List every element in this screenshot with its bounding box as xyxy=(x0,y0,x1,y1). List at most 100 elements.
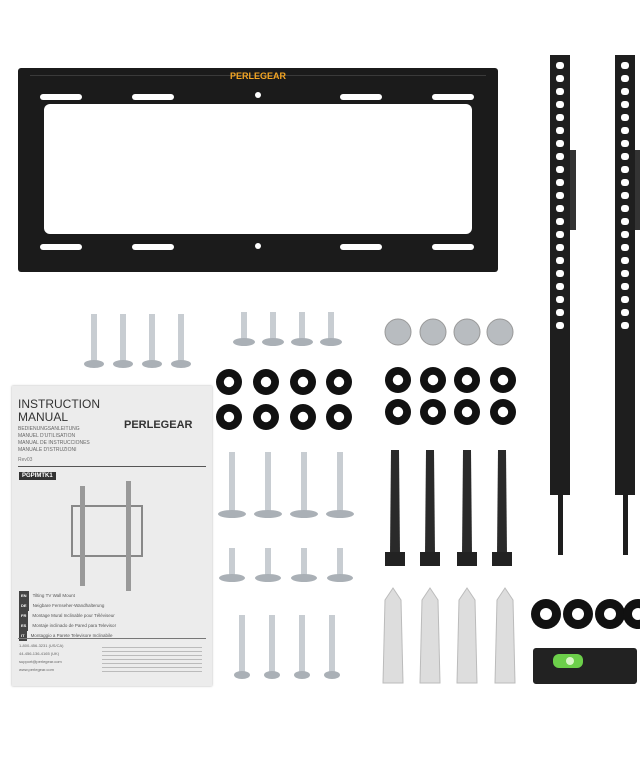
arm-hole xyxy=(556,257,564,264)
arm-hole xyxy=(621,166,629,173)
lag-bolt xyxy=(425,450,435,555)
manual-subtitle: MANUALE D'ISTRUZIONI xyxy=(18,447,77,453)
bolt-head xyxy=(324,671,340,679)
bolt-shaft xyxy=(299,615,305,675)
spacer-hole xyxy=(461,406,473,418)
spacer-hole xyxy=(497,406,509,418)
bolt-shaft xyxy=(337,452,343,514)
bolt-shaft xyxy=(178,314,184,364)
arm-hole xyxy=(556,179,564,186)
spacer-hole xyxy=(572,608,584,620)
arm-hole xyxy=(621,283,629,290)
washer xyxy=(419,318,447,346)
lag-bolt-head xyxy=(385,552,405,566)
tv-arm-tail xyxy=(623,490,628,555)
bolt-shaft xyxy=(239,615,245,675)
bolt-head xyxy=(171,360,191,368)
bolt-head xyxy=(113,360,133,368)
lag-bolt-head xyxy=(492,552,512,566)
arm-hole xyxy=(621,101,629,108)
spacer-hole xyxy=(427,374,439,386)
bolt-shaft xyxy=(329,615,335,675)
manual-subtitle: MANUAL DE INSTRUCCIONES xyxy=(18,440,90,446)
bolt-head xyxy=(255,574,281,582)
spacer-hole xyxy=(223,411,235,423)
arm-hole xyxy=(621,62,629,69)
manual-brand: PERLEGEAR xyxy=(124,419,193,431)
arm-hole xyxy=(621,322,629,329)
arm-hole xyxy=(621,231,629,238)
bolt-shaft xyxy=(241,312,247,342)
arm-hole xyxy=(556,205,564,212)
arm-hole xyxy=(621,296,629,303)
lag-bolt xyxy=(462,450,472,555)
spacer-hole xyxy=(297,376,309,388)
bracket-hole xyxy=(255,243,261,249)
arm-hole xyxy=(556,88,564,95)
arm-hole xyxy=(556,114,564,121)
bolt-shaft xyxy=(299,312,305,342)
wall-plate-bracket: PERLEGEAR xyxy=(18,68,498,272)
wall-anchor xyxy=(419,587,441,684)
bracket-slot xyxy=(40,94,82,100)
spacer-hole xyxy=(427,406,439,418)
bolt-shaft xyxy=(301,452,307,514)
bolt-head xyxy=(326,510,354,518)
bolt-shaft xyxy=(265,548,271,578)
spacer-hole xyxy=(333,411,345,423)
spacer-hole xyxy=(461,374,473,386)
bolt-head xyxy=(254,510,282,518)
bolt-head xyxy=(291,574,317,582)
bolt-head xyxy=(327,574,353,582)
phone-us: 1-800-456-3231 (US/CA) xyxy=(19,643,64,648)
arm-hole xyxy=(556,192,564,199)
arm-hole xyxy=(621,205,629,212)
spacer-hole xyxy=(333,376,345,388)
bracket-brand-label: PERLEGEAR xyxy=(230,71,287,81)
spacer-hole xyxy=(260,411,272,423)
manual-subtitle: MANUEL D'UTILISATION xyxy=(18,433,76,439)
bolt-head xyxy=(142,360,162,368)
arm-hole xyxy=(621,257,629,264)
bubble-level xyxy=(533,648,637,684)
arm-hole xyxy=(556,309,564,316)
arm-hole xyxy=(621,179,629,186)
bolt-head xyxy=(264,671,280,679)
arm-hole xyxy=(556,231,564,238)
bolt-shaft xyxy=(270,312,276,342)
manual-mount-illustration xyxy=(71,481,143,591)
arm-hole xyxy=(556,153,564,160)
spacer-hole xyxy=(223,376,235,388)
bolt-shaft xyxy=(301,548,307,578)
arm-hole xyxy=(621,244,629,251)
hardware-pieces xyxy=(84,312,640,684)
arm-hole xyxy=(556,62,564,69)
spacer-hole xyxy=(540,608,552,620)
arm-hole xyxy=(621,75,629,82)
website: www.perlegear.com xyxy=(19,667,54,672)
safety-latch xyxy=(570,150,576,230)
manual-title-1: INSTRUCTION xyxy=(18,397,100,411)
manual-revision: Rev03 xyxy=(18,457,33,463)
bracket-slot xyxy=(432,244,474,250)
bolt-head xyxy=(291,338,313,346)
spacer-hole xyxy=(297,411,309,423)
bolt-shaft xyxy=(120,314,126,364)
washer xyxy=(486,318,514,346)
spacer-hole xyxy=(260,376,272,388)
arm-hole xyxy=(556,283,564,290)
bracket-slot xyxy=(132,244,174,250)
manual-subtitle: BEDIENUNGSANLEITUNG xyxy=(18,426,80,432)
wall-anchor xyxy=(494,587,516,684)
arm-hole xyxy=(621,88,629,95)
arm-hole xyxy=(556,140,564,147)
bracket-slot xyxy=(40,244,82,250)
spacer-hole xyxy=(392,374,404,386)
bolt-shaft xyxy=(265,452,271,514)
